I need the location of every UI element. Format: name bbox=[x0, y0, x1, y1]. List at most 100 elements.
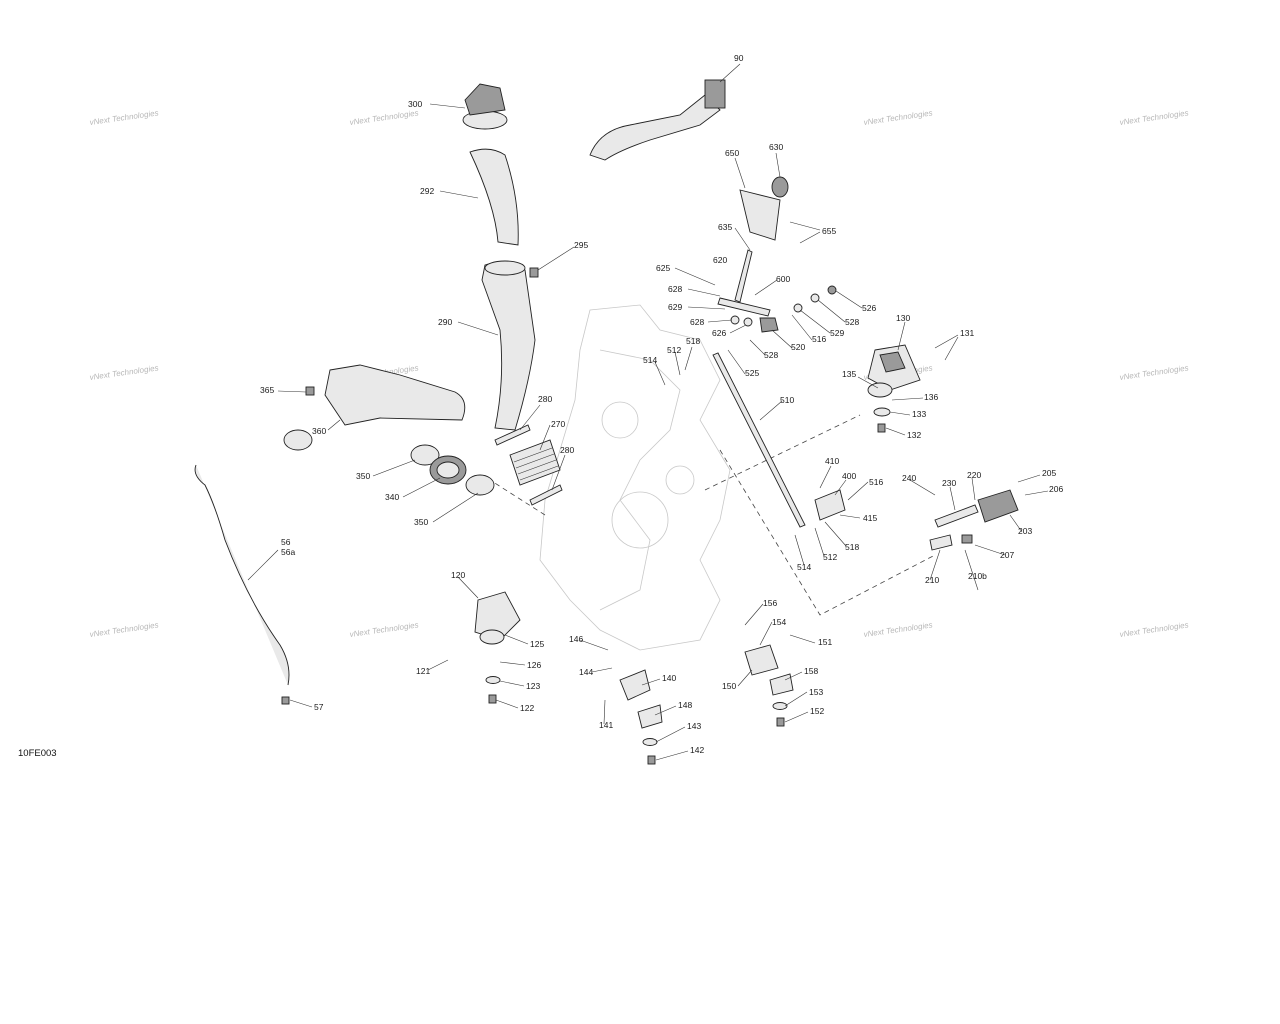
callout-130[interactable]: 130 bbox=[896, 313, 910, 323]
callout-410[interactable]: 410 bbox=[825, 456, 839, 466]
callout-135[interactable]: 135 bbox=[842, 369, 856, 379]
callout-514b[interactable]: 514 bbox=[797, 562, 811, 572]
callout-525[interactable]: 525 bbox=[745, 368, 759, 378]
callout-120[interactable]: 120 bbox=[451, 570, 465, 580]
part-210-cable-end[interactable] bbox=[929, 534, 953, 551]
callout-131[interactable]: 131 bbox=[960, 328, 974, 338]
part-150-engine-mount[interactable] bbox=[744, 644, 794, 696]
part-120-engine-mount[interactable] bbox=[474, 591, 521, 645]
callout-600[interactable]: 600 bbox=[776, 274, 790, 284]
callout-518[interactable]: 518 bbox=[686, 336, 700, 346]
callout-57[interactable]: 57 bbox=[314, 702, 324, 712]
callout-400[interactable]: 400 bbox=[842, 471, 856, 481]
part-152-bolt[interactable] bbox=[776, 717, 785, 727]
callout-158[interactable]: 158 bbox=[804, 666, 818, 676]
part-650-throttle-bracket[interactable] bbox=[739, 189, 781, 241]
callout-512[interactable]: 512 bbox=[667, 345, 681, 355]
part-280-pin-upper[interactable] bbox=[494, 424, 531, 446]
callout-142[interactable]: 142 bbox=[690, 745, 704, 755]
callout-528b[interactable]: 528 bbox=[764, 350, 778, 360]
part-350-clamp-upper[interactable] bbox=[410, 444, 440, 466]
callout-415[interactable]: 415 bbox=[863, 513, 877, 523]
callout-207[interactable]: 207 bbox=[1000, 550, 1014, 560]
callout-280b[interactable]: 280 bbox=[560, 445, 574, 455]
callout-121[interactable]: 121 bbox=[416, 666, 430, 676]
part-365-bolt[interactable] bbox=[305, 386, 315, 396]
part-57-bolt[interactable] bbox=[281, 696, 290, 705]
part-132-bolt[interactable] bbox=[877, 423, 886, 433]
part-140-engine-mount[interactable] bbox=[619, 669, 663, 729]
part-153-washer[interactable] bbox=[772, 702, 788, 710]
part-270-radiator-core[interactable] bbox=[509, 439, 561, 486]
callout-143[interactable]: 143 bbox=[687, 721, 701, 731]
callout-56[interactable]: 56 bbox=[281, 537, 291, 547]
part-280-pin-lower[interactable] bbox=[529, 484, 563, 506]
part-142-bolt[interactable] bbox=[647, 755, 656, 765]
callout-635[interactable]: 635 bbox=[718, 222, 732, 232]
callout-529[interactable]: 529 bbox=[830, 328, 844, 338]
callout-516b[interactable]: 516 bbox=[869, 477, 883, 487]
callout-148[interactable]: 148 bbox=[678, 700, 692, 710]
callout-146[interactable]: 146 bbox=[569, 634, 583, 644]
callout-132[interactable]: 132 bbox=[907, 430, 921, 440]
callout-141[interactable]: 141 bbox=[599, 720, 613, 730]
part-56-drain-hose[interactable] bbox=[194, 464, 290, 686]
part-526-fastener[interactable] bbox=[793, 285, 837, 313]
callout-203[interactable]: 203 bbox=[1018, 526, 1032, 536]
part-520-bracket[interactable] bbox=[759, 317, 779, 333]
callout-628b[interactable]: 628 bbox=[690, 317, 704, 327]
part-203-sensor-module[interactable] bbox=[977, 489, 1019, 523]
callout-292[interactable]: 292 bbox=[420, 186, 434, 196]
callout-514[interactable]: 514 bbox=[643, 355, 657, 365]
part-135-mount[interactable] bbox=[867, 382, 893, 398]
callout-136[interactable]: 136 bbox=[924, 392, 938, 402]
callout-156[interactable]: 156 bbox=[763, 598, 777, 608]
part-360-exhaust-duct[interactable] bbox=[283, 364, 466, 451]
callout-270[interactable]: 270 bbox=[551, 419, 565, 429]
callout-154[interactable]: 154 bbox=[772, 617, 786, 627]
callout-123[interactable]: 123 bbox=[526, 681, 540, 691]
callout-526[interactable]: 526 bbox=[862, 303, 876, 313]
part-230-bracket[interactable] bbox=[934, 504, 979, 528]
callout-365[interactable]: 365 bbox=[260, 385, 274, 395]
callout-206[interactable]: 206 bbox=[1049, 484, 1063, 494]
part-290-intake-duct[interactable] bbox=[481, 260, 536, 431]
callout-56a[interactable]: 56a bbox=[281, 547, 295, 557]
part-292-intake-sleeve[interactable] bbox=[469, 148, 519, 246]
callout-630[interactable]: 630 bbox=[769, 142, 783, 152]
callout-300[interactable]: 300 bbox=[408, 99, 422, 109]
callout-140[interactable]: 140 bbox=[662, 673, 676, 683]
callout-360[interactable]: 360 bbox=[312, 426, 326, 436]
callout-144[interactable]: 144 bbox=[579, 667, 593, 677]
callout-133[interactable]: 133 bbox=[912, 409, 926, 419]
callout-629[interactable]: 629 bbox=[668, 302, 682, 312]
part-123-washer[interactable] bbox=[485, 676, 501, 684]
callout-210[interactable]: 210 bbox=[925, 575, 939, 585]
callout-280[interactable]: 280 bbox=[538, 394, 552, 404]
callout-90[interactable]: 90 bbox=[734, 53, 744, 63]
callout-520[interactable]: 520 bbox=[791, 342, 805, 352]
part-350-clamp-lower[interactable] bbox=[465, 474, 495, 496]
part-510-throttle-rod[interactable] bbox=[712, 352, 806, 528]
part-620-throttle-lever[interactable] bbox=[734, 249, 753, 303]
callout-122[interactable]: 122 bbox=[520, 703, 534, 713]
part-300-air-intake-cap[interactable] bbox=[462, 83, 508, 130]
callout-125[interactable]: 125 bbox=[530, 639, 544, 649]
part-122-bolt[interactable] bbox=[488, 694, 497, 704]
callout-340[interactable]: 340 bbox=[385, 492, 399, 502]
callout-516[interactable]: 516 bbox=[812, 334, 826, 344]
callout-512b[interactable]: 512 bbox=[823, 552, 837, 562]
callout-295[interactable]: 295 bbox=[574, 240, 588, 250]
callout-350[interactable]: 350 bbox=[356, 471, 370, 481]
part-130-pedal-housing[interactable] bbox=[867, 344, 921, 391]
callout-152[interactable]: 152 bbox=[810, 706, 824, 716]
callout-205[interactable]: 205 bbox=[1042, 468, 1056, 478]
callout-650[interactable]: 650 bbox=[725, 148, 739, 158]
callout-150[interactable]: 150 bbox=[722, 681, 736, 691]
callout-628[interactable]: 628 bbox=[668, 284, 682, 294]
callout-625[interactable]: 625 bbox=[656, 263, 670, 273]
callout-151[interactable]: 151 bbox=[818, 637, 832, 647]
callout-518b[interactable]: 518 bbox=[845, 542, 859, 552]
callout-126[interactable]: 126 bbox=[527, 660, 541, 670]
callout-220[interactable]: 220 bbox=[967, 470, 981, 480]
